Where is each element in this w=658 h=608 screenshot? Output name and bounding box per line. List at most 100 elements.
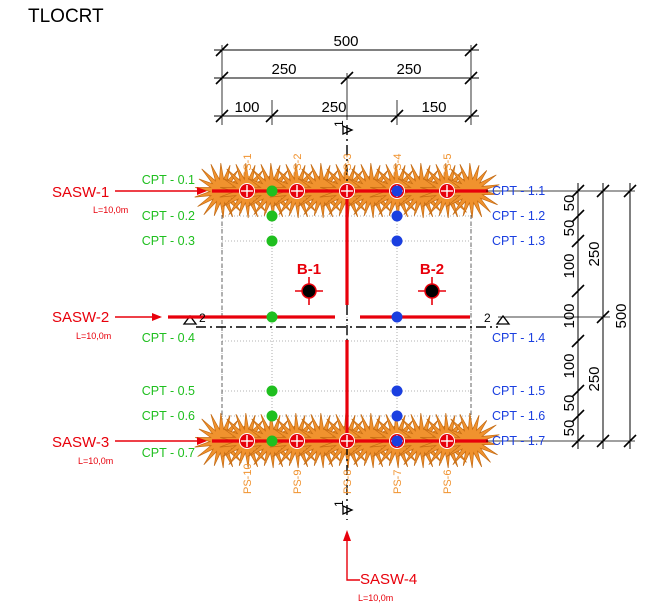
section-label-1-bottom: 1 [332, 500, 346, 507]
dim-right-seg: 50 [561, 420, 578, 437]
sasw-1-note: L=10,0m [93, 205, 128, 215]
dim-top-half-right: 250 [396, 61, 421, 78]
sasw-4-note: L=10,0m [358, 593, 393, 603]
dimension-tick [623, 184, 637, 198]
dim-top-seg-3: 150 [421, 99, 446, 116]
dimension-tick [571, 184, 585, 198]
cpt-right-point [391, 311, 403, 323]
borehole-point [424, 283, 440, 299]
dimension-tick [571, 384, 585, 398]
ps-bottom-label: PS-10 [242, 463, 254, 494]
section-2-right-marker [495, 314, 511, 325]
cpt-left-label: CPT - 0.1 [142, 173, 195, 187]
dimension-tick [340, 71, 354, 85]
dim-right-half-top: 250 [586, 241, 603, 266]
section-2-left-marker [182, 314, 198, 325]
sasw-1-label: SASW-1 [52, 184, 109, 201]
sasw-4-arrowhead [343, 530, 351, 541]
dim-right-half-bottom: 250 [586, 366, 603, 391]
sasw-3-label: SASW-3 [52, 434, 109, 451]
dimension-tick [390, 109, 404, 123]
dimension-tick [596, 310, 610, 324]
sasw-3-note: L=10,0m [78, 456, 113, 466]
dimension-tick [215, 71, 229, 85]
cpt-left-point [266, 311, 278, 323]
cpt-left-label: CPT - 0.4 [142, 331, 195, 345]
page-title: TLOCRT [28, 6, 104, 27]
cpt-left-point [266, 410, 278, 422]
cpt-left-label: CPT - 0.3 [142, 234, 195, 248]
cpt-right-point [391, 185, 403, 197]
dimension-tick [571, 334, 585, 348]
sasw-3-arrowhead [197, 437, 207, 445]
ps-top-label: PS-5 [442, 154, 454, 178]
test-points [239, 183, 455, 449]
dimension-tick [596, 184, 610, 198]
dimension-tick [464, 109, 478, 123]
cpt-left-label: CPT - 0.2 [142, 209, 195, 223]
dimension-tick [464, 71, 478, 85]
dimension-tick [571, 434, 585, 448]
section-label-1-top: 1 [332, 120, 346, 127]
cpt-right-point [391, 410, 403, 422]
cpt-right-label: CPT - 1.6 [492, 409, 545, 423]
dimension-tick [571, 409, 585, 423]
ps-top-label: PS-3 [342, 154, 354, 178]
cpt-right-point [391, 385, 403, 397]
sasw-1-arrowhead [197, 187, 207, 195]
cpt-right-label: CPT - 1.2 [492, 209, 545, 223]
dimension-lines [214, 43, 637, 449]
ps-top-label: PS-2 [292, 154, 304, 178]
borehole-point [301, 283, 317, 299]
dimension-tick [265, 109, 279, 123]
dimension-tick [596, 434, 610, 448]
cpt-left-point [266, 210, 278, 222]
cpt-left-point [266, 435, 278, 447]
section-label-2-left: 2 [199, 311, 206, 325]
dim-top-seg-2: 250 [321, 99, 346, 116]
cpt-right-label: CPT - 1.7 [492, 434, 545, 448]
dim-top-total: 500 [333, 33, 358, 50]
dim-right-seg: 100 [561, 353, 578, 378]
dim-top-half-left: 250 [271, 61, 296, 78]
dim-right-seg: 100 [561, 303, 578, 328]
ps-top-label: PS-1 [242, 154, 254, 178]
dimension-tick [464, 43, 478, 57]
ps-top-label: PS-4 [392, 154, 404, 178]
borehole-label-2: B-2 [420, 261, 444, 278]
dim-right-seg: 100 [561, 253, 578, 278]
dimension-tick [571, 284, 585, 298]
dim-right-seg: 50 [561, 395, 578, 412]
dim-right-total: 500 [613, 303, 630, 328]
cpt-left-label: CPT - 0.6 [142, 409, 195, 423]
section-1-top-marker [342, 124, 354, 136]
dimension-tick [571, 234, 585, 248]
dim-top-seg-1: 100 [234, 99, 259, 116]
sasw-2-arrowhead [152, 313, 162, 321]
borehole-label-1: B-1 [297, 261, 321, 278]
cpt-right-point [391, 210, 403, 222]
sasw-4-arrow-shaft [346, 535, 360, 581]
cpt-left-point [266, 185, 278, 197]
section-label-2-right: 2 [484, 311, 491, 325]
cpt-right-label: CPT - 1.1 [492, 184, 545, 198]
cpt-right-point [391, 235, 403, 247]
ps-bottom-label: PS-9 [292, 470, 304, 494]
sasw-2-label: SASW-2 [52, 309, 109, 326]
cpt-left-label: CPT - 0.5 [142, 384, 195, 398]
ps-bottom-label: PS-8 [342, 470, 354, 494]
cpt-right-label: CPT - 1.3 [492, 234, 545, 248]
dimension-tick [571, 209, 585, 223]
sasw-4-label: SASW-4 [360, 571, 417, 588]
section-1-bottom-marker [342, 504, 354, 516]
dim-right-seg: 50 [561, 195, 578, 212]
cpt-left-point [266, 235, 278, 247]
cpt-left-label: CPT - 0.7 [142, 446, 195, 460]
cpt-left-point [266, 385, 278, 397]
cpt-right-label: CPT - 1.5 [492, 384, 545, 398]
dimension-tick [215, 109, 229, 123]
sasw-2-note: L=10,0m [76, 331, 111, 341]
cpt-right-point [391, 435, 403, 447]
